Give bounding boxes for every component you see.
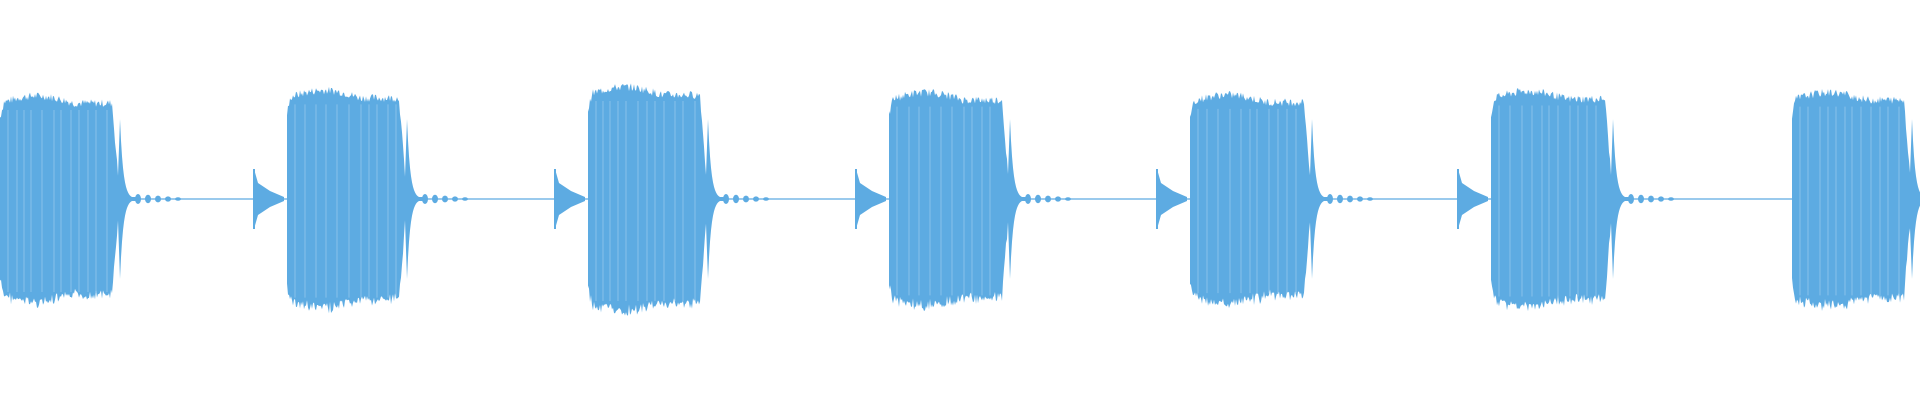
waveform-precursor-click <box>555 169 585 229</box>
waveform-echo-blip <box>1337 194 1343 204</box>
waveform-echo-blip <box>1025 194 1031 204</box>
waveform-burst-5 <box>1190 91 1329 308</box>
waveform-burst-4 <box>889 89 1027 311</box>
waveform-echo-blip <box>432 194 438 204</box>
waveform-echo-blip <box>1327 194 1333 204</box>
waveform-echo-blip <box>1357 196 1363 202</box>
waveform-echo-blip <box>1055 196 1061 202</box>
waveform-burst-1 <box>0 92 137 308</box>
waveform-burst-7 <box>1792 89 1920 311</box>
waveform-precursor-click <box>1157 169 1187 229</box>
waveform-echo-blip <box>1045 195 1051 203</box>
waveform-echo-blip <box>155 195 161 203</box>
waveform-precursor-click <box>1458 169 1488 229</box>
waveform-echo-blip <box>723 194 729 204</box>
waveform-precursor-click <box>856 169 886 229</box>
waveform-echo-blip <box>422 194 428 204</box>
waveform-burst-3 <box>588 83 725 316</box>
waveform-burst-6 <box>1491 88 1630 312</box>
waveform-precursor-click <box>254 169 284 229</box>
waveform-echo-blip <box>452 196 458 202</box>
waveform-bursts <box>0 83 1920 316</box>
waveform-echo-blip <box>1668 197 1674 201</box>
waveform-echo-blip <box>1347 195 1353 203</box>
waveform-echo-blip <box>165 196 171 202</box>
waveform-echo-blip <box>1648 195 1654 203</box>
waveform-echo-blip <box>1658 196 1664 202</box>
waveform-burst-2 <box>287 86 424 314</box>
waveform-echo-blip <box>145 194 151 204</box>
waveform-echo-blip <box>763 197 769 201</box>
waveform-echo-blip <box>462 197 468 201</box>
waveform-echo-blip <box>753 196 759 202</box>
waveform-echo-blip <box>135 194 141 204</box>
waveform-echo-blip <box>1367 197 1373 201</box>
waveform-echo-blip <box>1065 197 1071 201</box>
waveform-echo-blip <box>743 195 749 203</box>
waveform-echo-blip <box>442 195 448 203</box>
waveform-echo-blip <box>1628 194 1634 204</box>
waveform-echo-blip <box>733 194 739 204</box>
waveform-echo-blip <box>175 197 181 201</box>
waveform-echo-blip <box>1035 194 1041 204</box>
waveform-echo-blip <box>1638 194 1644 204</box>
